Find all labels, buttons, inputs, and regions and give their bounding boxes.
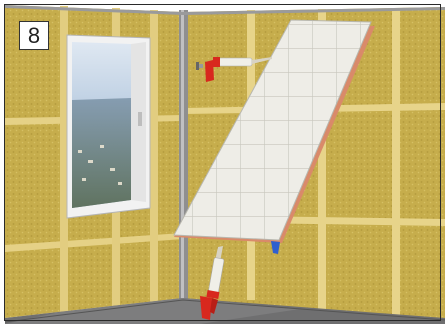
corner-post xyxy=(179,10,188,302)
step-number-badge: 8 xyxy=(19,21,49,50)
window-icon xyxy=(67,35,150,218)
